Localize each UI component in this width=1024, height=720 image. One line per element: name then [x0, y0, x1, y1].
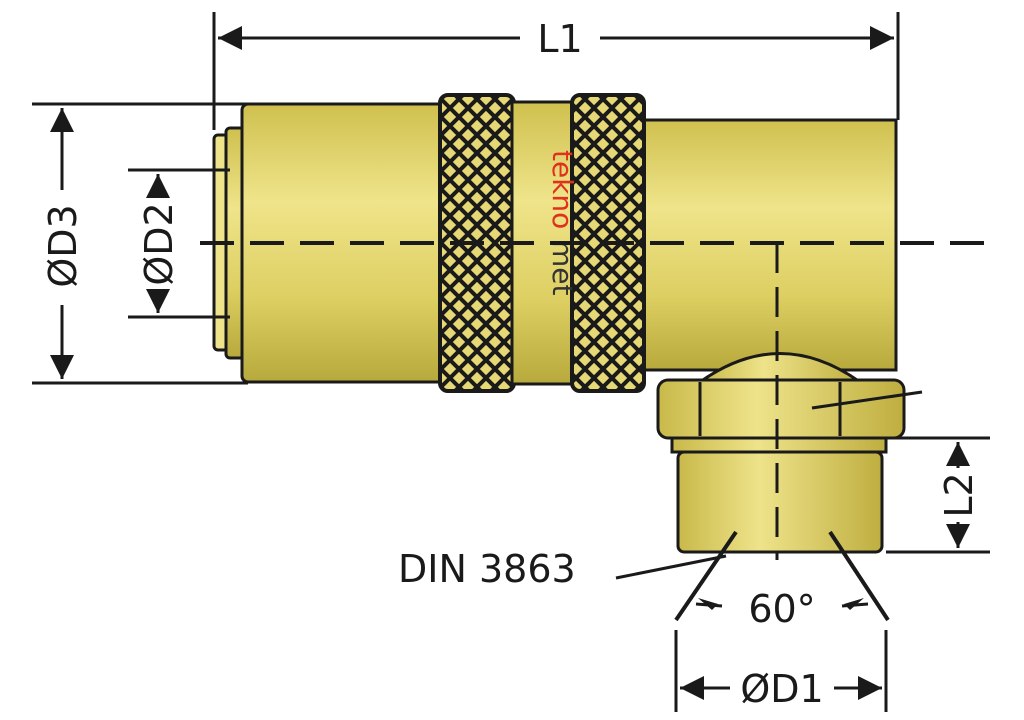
label-angle: 60°: [748, 587, 815, 631]
label-d1: ØD1: [740, 667, 823, 711]
nut-leader-line: [811, 390, 923, 410]
dimension-d1: ØD1: [674, 630, 888, 712]
label-d2: ØD2: [137, 202, 181, 285]
din-leader-line: [615, 554, 727, 580]
label-din: DIN 3863: [398, 547, 576, 591]
hex-nut: [656, 378, 906, 440]
label-l2: L2: [937, 472, 981, 517]
dimension-d2: ØD2: [128, 168, 230, 319]
brand-logo: tekno met: [546, 150, 579, 296]
brand-part2: met: [546, 240, 579, 296]
dimension-d3: ØD3: [32, 102, 248, 385]
dimension-l2: L2: [886, 436, 990, 554]
nut-collar: [670, 436, 888, 454]
dimension-angle: 60°: [674, 530, 890, 631]
label-d3: ØD3: [41, 204, 85, 287]
dimension-l1: L1: [212, 12, 900, 130]
elbow-dome: [695, 352, 865, 384]
threaded-port: [676, 450, 884, 554]
elbow-fitting: [656, 352, 906, 554]
brand-part1: tekno: [546, 150, 579, 229]
label-l1: L1: [537, 17, 582, 61]
